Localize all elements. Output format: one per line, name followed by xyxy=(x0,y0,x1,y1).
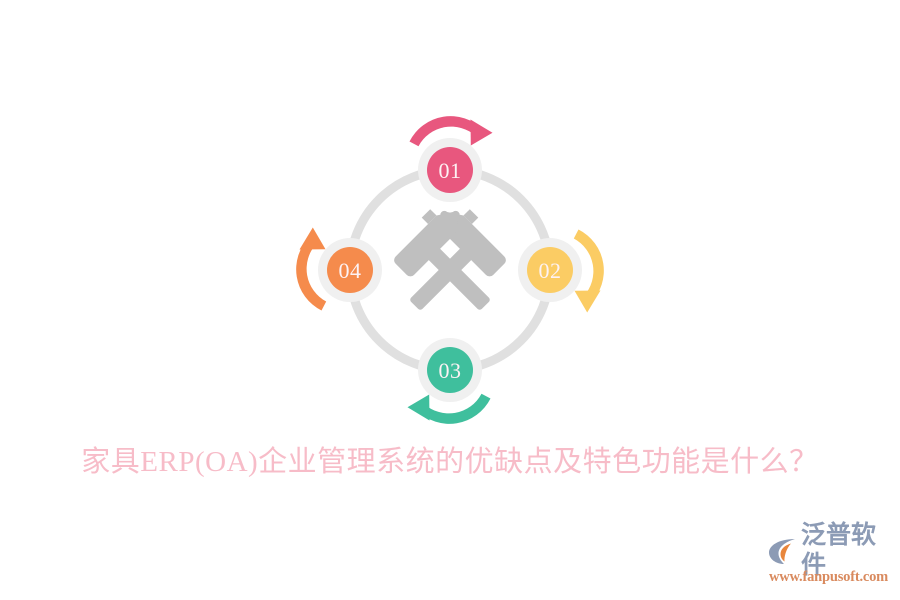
node-01-label: 01 xyxy=(439,158,462,183)
fanpu-logo-icon xyxy=(768,536,798,566)
fanpu-url-text: www.fanpusoft.com xyxy=(769,569,889,585)
curved-arrow-down-icon xyxy=(573,229,604,313)
node-01-circle xyxy=(427,147,473,193)
node-03-label: 03 xyxy=(439,358,462,383)
cycle-node-02[interactable]: 02 xyxy=(518,238,582,302)
cycle-node-03[interactable]: 03 xyxy=(418,338,482,402)
node-04-label: 04 xyxy=(339,258,362,283)
curved-arrow-left-icon xyxy=(407,393,491,424)
page-title: 家具ERP(OA)企业管理系统的优缺点及特色功能是什么？ xyxy=(81,446,819,478)
node-03-circle xyxy=(427,347,473,393)
cycle-node-01[interactable]: 01 xyxy=(418,138,482,202)
curved-arrow-up-icon xyxy=(296,227,327,311)
node-04-circle xyxy=(327,247,373,293)
cycle-node-04[interactable]: 04 xyxy=(318,238,382,302)
node-02-label: 02 xyxy=(539,258,562,283)
node-02-circle xyxy=(527,247,573,293)
fanpu-watermark: 泛普软件 www.fanpusoft.com xyxy=(768,522,894,588)
fanpu-brand-text: 泛普软件 xyxy=(801,522,877,579)
curved-arrow-right-icon xyxy=(409,116,493,147)
crossed-hammers-icon xyxy=(394,209,506,310)
cycle-diagram: 01 02 03 xyxy=(280,100,620,440)
